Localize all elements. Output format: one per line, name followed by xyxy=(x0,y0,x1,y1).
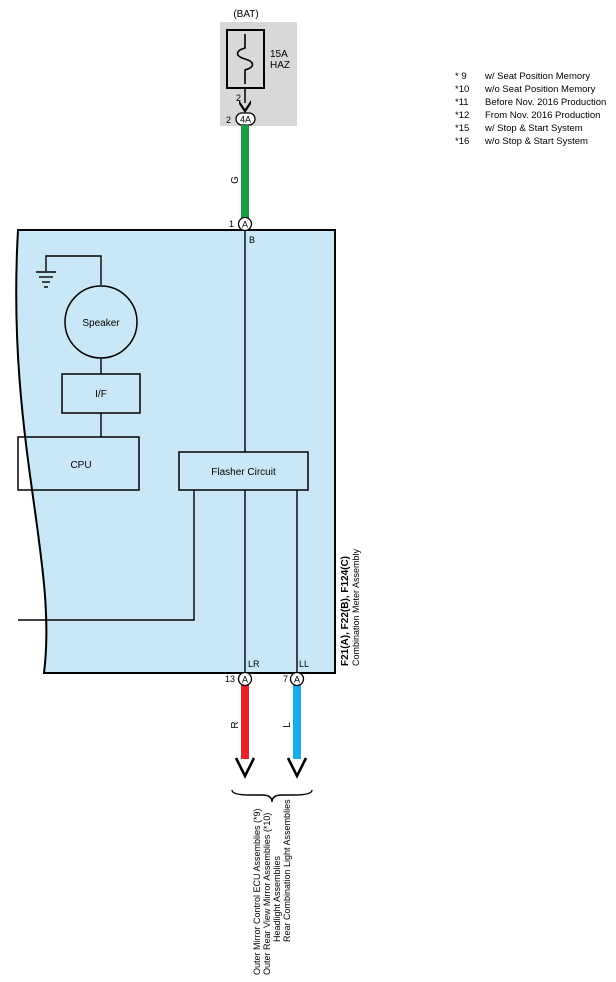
destination-brace xyxy=(231,789,313,803)
battery-label: (BAT) xyxy=(233,9,258,20)
destination-1: Outer Rear View Mirror Assemblies (*10) xyxy=(262,813,272,975)
legend: * 9 w/ Seat Position Memory *10 w/o Seat… xyxy=(455,71,606,147)
destination-0: Outer Mirror Control ECU Assemblies (*9) xyxy=(252,808,262,975)
fuse-amps: 15A xyxy=(270,49,288,60)
supply-wire-color-code: G xyxy=(230,176,241,184)
legend-code: * 9 xyxy=(455,71,467,82)
output-red-color-code: R xyxy=(230,721,241,728)
ground-icon xyxy=(36,271,56,288)
cpu-label: CPU xyxy=(70,460,91,471)
flasher-to-cpu-line xyxy=(18,490,195,621)
output-pin-lr-connector-letter: A xyxy=(242,675,248,685)
legend-text: Before Nov. 2016 Production xyxy=(485,97,606,108)
connector-4a-pin: 2 xyxy=(226,115,231,125)
fuse-pin-number: 2 xyxy=(236,93,241,103)
legend-text: From Nov. 2016 Production xyxy=(485,110,600,121)
input-pin-b-connector-letter: A xyxy=(242,220,248,230)
input-pin-b-connector xyxy=(237,216,253,232)
destination-2: Headlight Assemblies xyxy=(272,855,282,942)
output-pin-ll-connector-letter: A xyxy=(294,675,300,685)
flasher-circuit-block xyxy=(178,451,309,491)
output-pin-ll-number: 7 xyxy=(283,674,288,684)
cpu-block xyxy=(17,436,140,491)
legend-text: w/o Seat Position Memory xyxy=(484,84,596,95)
legend-code: *10 xyxy=(455,84,469,95)
fuse-name: HAZ xyxy=(270,60,290,71)
connector-4a-code: 4A xyxy=(240,115,251,125)
meter-assembly-name: Combination Meter Assembly xyxy=(351,548,361,666)
output-red-arrow-icon xyxy=(234,757,256,779)
destination-3: Rear Combination Light Assemblies xyxy=(282,799,292,942)
legend-code: *16 xyxy=(455,136,469,147)
fuse-icon xyxy=(236,34,254,84)
legend-text: w/ Stop & Start System xyxy=(484,123,583,134)
interface-label: I/F xyxy=(95,389,107,400)
legend-code: *15 xyxy=(455,123,469,134)
output-blue-color-code: L xyxy=(282,722,293,728)
legend-code: *12 xyxy=(455,110,469,121)
fuse-block-background xyxy=(220,22,297,126)
output-pin-lr-connector xyxy=(237,671,253,687)
output-wire-red xyxy=(241,685,249,759)
output-lr-terminal: LR xyxy=(248,659,260,669)
speaker-label: Speaker xyxy=(82,318,120,329)
output-blue-arrow-icon xyxy=(286,757,308,779)
input-pin-b-number: 1 xyxy=(229,219,234,229)
supply-wire-green xyxy=(241,125,249,220)
input-pin-b-terminal: B xyxy=(249,235,255,245)
combination-meter-body xyxy=(15,229,336,674)
legend-code: *11 xyxy=(455,97,469,108)
output-wire-blue xyxy=(293,685,301,759)
output-pin-lr-number: 13 xyxy=(225,674,235,684)
legend-text: w/ Seat Position Memory xyxy=(484,71,590,82)
connector-chevron-icon xyxy=(239,100,251,113)
legend-text: w/o Stop & Start System xyxy=(484,136,588,147)
output-pin-ll-connector xyxy=(289,671,305,687)
flasher-circuit-label: Flasher Circuit xyxy=(211,467,276,478)
output-ll-terminal: LL xyxy=(299,659,309,669)
meter-connector-codes: F21(A), F22(B), F124(C) xyxy=(340,556,351,666)
ground-wire xyxy=(45,255,102,285)
